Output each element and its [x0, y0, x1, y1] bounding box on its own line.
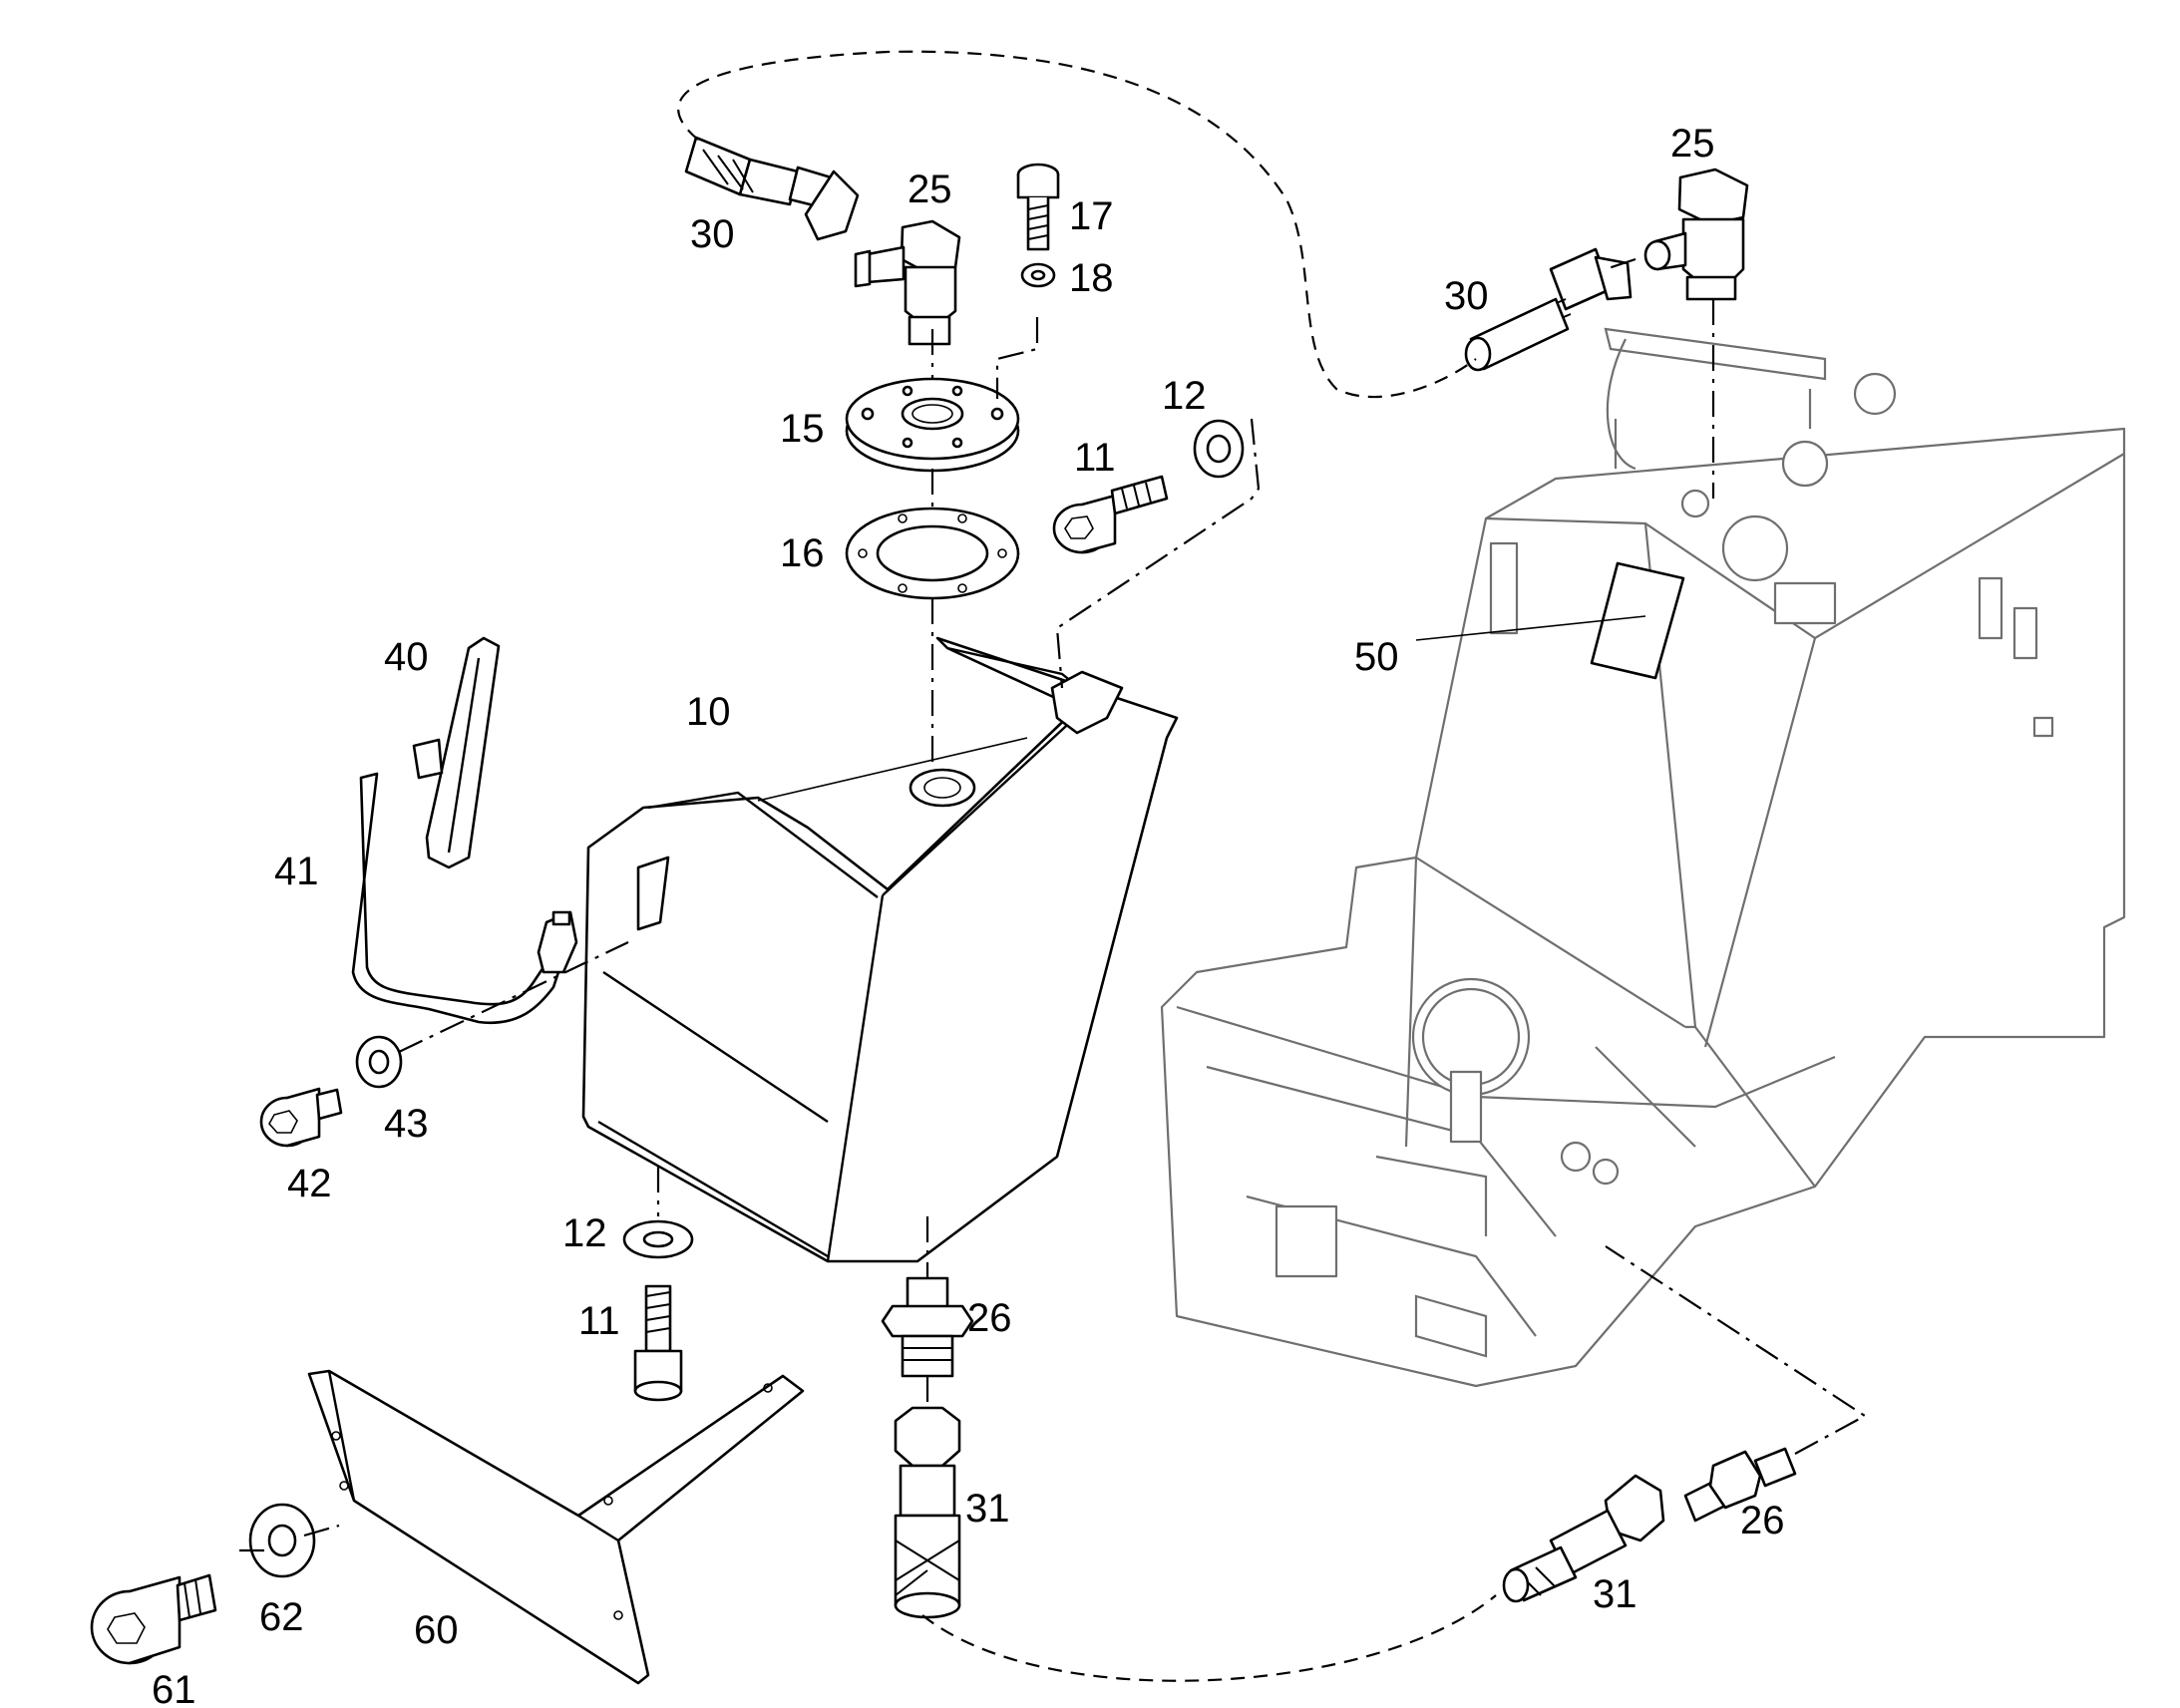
part-31-hose-lower — [894, 1406, 961, 1619]
callout-43: 43 — [384, 1102, 429, 1146]
leader-lines — [239, 50, 1868, 1682]
callout-17: 17 — [1069, 194, 1114, 238]
part-18-washer — [1020, 262, 1056, 288]
callout-12-lower: 12 — [562, 1211, 607, 1255]
part-11-bolt-upper — [1052, 475, 1169, 554]
part-61-bolt — [90, 1573, 217, 1665]
callout-31-right: 31 — [1593, 1572, 1637, 1616]
part-25-tee-fitting-right — [1643, 168, 1749, 301]
callout-12-upper: 12 — [1162, 374, 1207, 418]
part-43-washer — [355, 1035, 403, 1089]
part-11-bolt-lower — [633, 1284, 683, 1402]
callout-26-right: 26 — [1740, 1499, 1785, 1542]
part-50-decal — [1415, 561, 1685, 680]
callout-31-lower: 31 — [965, 1487, 1010, 1531]
callout-60: 60 — [414, 1608, 459, 1652]
part-40-float — [412, 636, 501, 869]
callout-26-lower: 26 — [967, 1296, 1012, 1340]
callout-30-right: 30 — [1444, 274, 1489, 318]
callout-25-left: 25 — [908, 168, 952, 211]
callout-61: 61 — [152, 1668, 196, 1708]
part-60-bracket — [307, 1369, 805, 1685]
part-17-bolt — [1016, 163, 1060, 251]
callout-30-left: 30 — [690, 212, 735, 256]
callout-labels: 10 11 11 12 12 15 16 17 18 25 25 26 26 3… — [152, 122, 1785, 1708]
callout-10: 10 — [686, 690, 731, 734]
part-30-hose-upper-left — [684, 136, 860, 241]
machine-frame — [1160, 327, 2126, 1388]
callout-62: 62 — [259, 1595, 304, 1639]
callout-16: 16 — [780, 531, 825, 575]
part-10-tank — [581, 636, 1179, 1263]
callout-41: 41 — [274, 850, 319, 893]
part-42-bolt — [259, 1087, 343, 1148]
part-15-flange — [845, 377, 1020, 473]
callout-11-lower: 11 — [578, 1299, 620, 1343]
part-30-hose-right — [1464, 247, 1633, 372]
part-16-gasket — [845, 507, 1020, 600]
part-25-tee-fitting-left — [854, 219, 961, 346]
callout-25-right: 25 — [1670, 122, 1715, 166]
callout-42: 42 — [287, 1162, 332, 1205]
callout-40: 40 — [384, 635, 429, 679]
callout-15: 15 — [780, 407, 825, 451]
part-12-washer-upper — [1193, 419, 1245, 479]
callout-50: 50 — [1354, 635, 1399, 679]
part-26-fitting-lower — [881, 1276, 974, 1378]
callout-11-upper: 11 — [1074, 436, 1116, 480]
part-31-hose-right — [1502, 1474, 1665, 1603]
callout-18: 18 — [1069, 256, 1114, 300]
part-12-washer-lower — [622, 1219, 694, 1259]
part-41-sender-wire — [351, 772, 578, 1025]
part-62-washer — [248, 1503, 316, 1578]
part-26-fitting-right — [1683, 1447, 1797, 1523]
